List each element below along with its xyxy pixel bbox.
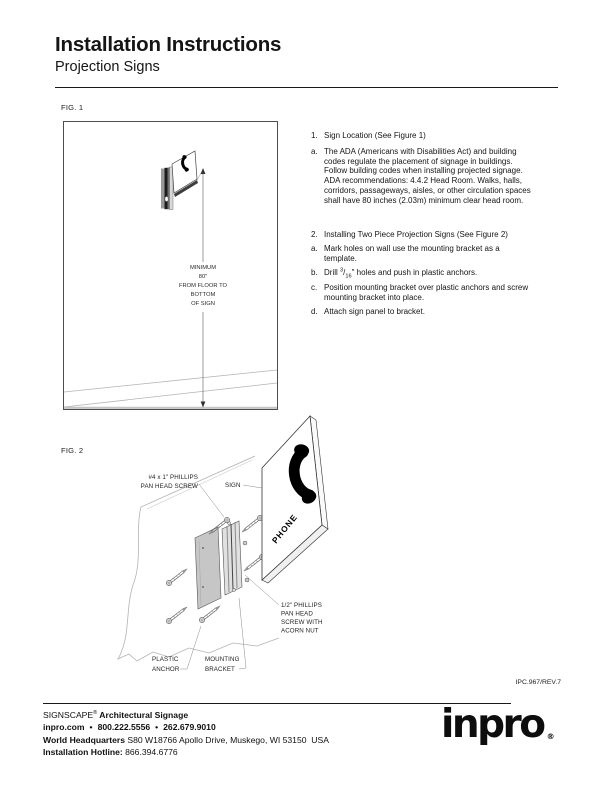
logo-registered-mark: ® bbox=[546, 732, 555, 741]
fig2-sign-panel: PHONE bbox=[261, 415, 329, 584]
item-text: Mark holes on wall use the mounting brac… bbox=[324, 244, 500, 264]
footer-info: SIGNSCAPE® Architectural Signage inpro.c… bbox=[43, 707, 329, 758]
note-line: MINIMUM bbox=[190, 265, 216, 271]
floor-lines bbox=[64, 369, 277, 409]
callout-anchor: PLASTIC bbox=[152, 656, 179, 663]
header-divider bbox=[55, 87, 558, 89]
note-line: 80" bbox=[199, 274, 208, 280]
bullet-separator: • bbox=[155, 722, 159, 733]
fraction-denominator: 16 bbox=[345, 274, 352, 281]
mounting-bracket bbox=[194, 520, 250, 610]
inpro-logo: inpro® bbox=[441, 702, 555, 758]
callout-screw-side: ACORN NUT bbox=[281, 628, 319, 635]
website: inpro.com bbox=[43, 722, 85, 733]
instructions: 1. Sign Location (See Figure 1) a. The A… bbox=[311, 131, 577, 321]
fig2-drawing: PHONE #4 x 1" PHILLIPS PAN HEAD SCREW SI… bbox=[117, 415, 329, 673]
callout-screw-top: PAN HEAD SCREW bbox=[141, 483, 198, 490]
callout-sign: SIGN bbox=[225, 482, 241, 489]
hq-label: World Headquarters bbox=[43, 734, 125, 745]
section2-heading: 2. Installing Two Piece Projection Signs… bbox=[311, 230, 577, 240]
section2-item-d: d. Attach sign panel to bracket. bbox=[311, 307, 577, 317]
bullet-separator: • bbox=[89, 722, 93, 733]
note-line: OF SIGN bbox=[191, 301, 215, 307]
brand-name: SIGNSCAPE bbox=[43, 709, 94, 720]
item-marker: a. bbox=[311, 244, 318, 254]
item-marker: d. bbox=[311, 306, 318, 316]
page-subtitle: Projection Signs bbox=[55, 59, 160, 75]
callout-screw-side: PAN HEAD bbox=[281, 611, 313, 618]
registered-mark: ® bbox=[93, 710, 98, 716]
section2-number: 2. bbox=[311, 229, 318, 239]
section1-title: Sign Location (See Figure 1) bbox=[324, 131, 426, 140]
section2-item-c: c. Position mounting bracket over plasti… bbox=[311, 283, 577, 303]
callout-screw-top: #4 x 1" PHILLIPS bbox=[148, 474, 198, 481]
plastic-anchor-icon bbox=[165, 604, 190, 625]
fig1-drawing-frame: MINIMUM 80" FROM FLOOR TO BOTTOM OF SIGN bbox=[63, 121, 278, 410]
item-marker: b. bbox=[311, 268, 318, 278]
leader-lines bbox=[180, 483, 280, 670]
plastic-anchor-icon bbox=[165, 566, 190, 587]
note-line: BOTTOM bbox=[191, 292, 216, 298]
footer-address-line: World Headquarters S80 W18766 Apollo Dri… bbox=[43, 734, 329, 746]
callout-screw-side: SCREW WITH bbox=[281, 619, 323, 626]
footer-brand-line: SIGNSCAPE® Architectural Signage bbox=[43, 707, 329, 721]
brand-suffix: Architectural Signage bbox=[97, 709, 189, 720]
footer-divider bbox=[43, 703, 511, 705]
callout-anchor: ANCHOR bbox=[152, 666, 180, 673]
section2-item-b: b. Drill 3/16" holes and push in plastic… bbox=[311, 267, 577, 281]
footer-hotline-line: Installation Hotline: 866.394.6776 bbox=[43, 746, 329, 758]
callout-screw-side: 1/2" PHILLIPS bbox=[281, 602, 322, 609]
section1-number: 1. bbox=[311, 131, 318, 140]
fig1-sign-panel bbox=[171, 150, 198, 194]
item-marker: c. bbox=[311, 282, 318, 292]
fraction-numerator: 3 bbox=[340, 267, 344, 274]
fig1-drawing: MINIMUM 80" FROM FLOOR TO BOTTOM OF SIGN bbox=[64, 150, 277, 409]
hotline-label: Installation Hotline: bbox=[43, 747, 123, 758]
doc-code: IPC.967/REV.7 bbox=[515, 679, 561, 686]
callout-bracket: MOUNTING bbox=[205, 656, 240, 663]
section2: 2. Installing Two Piece Projection Signs… bbox=[311, 230, 577, 317]
section2-title: Installing Two Piece Projection Signs (S… bbox=[324, 229, 508, 239]
drill-post: " holes and push in plastic anchors. bbox=[351, 268, 478, 278]
page-title: Installation Instructions bbox=[55, 33, 282, 56]
fig2-label: FIG. 2 bbox=[61, 446, 84, 455]
item-text: Position mounting bracket over plastic a… bbox=[324, 282, 529, 302]
item-text: Attach sign panel to bracket. bbox=[324, 306, 425, 316]
fig1-label: FIG. 1 bbox=[61, 103, 84, 112]
phone-number: 800.222.5556 bbox=[97, 722, 151, 733]
hotline-number: 866.394.6776 bbox=[122, 747, 178, 758]
logo-text: inpro bbox=[441, 702, 546, 747]
note-line: FROM FLOOR TO bbox=[179, 283, 228, 289]
item-text: The ADA (Americans with Disabilities Act… bbox=[324, 146, 531, 205]
section1-item-a: a. The ADA (Americans with Disabilities … bbox=[311, 147, 577, 206]
measurement-line bbox=[196, 168, 206, 408]
hq-address: S80 W18766 Apollo Drive, Muskego, WI 531… bbox=[124, 734, 329, 745]
fig1-sign-assembly bbox=[161, 150, 198, 210]
section1-heading: 1. Sign Location (See Figure 1) bbox=[311, 131, 577, 141]
item-marker: a. bbox=[311, 146, 318, 156]
drill-pre: Drill bbox=[324, 268, 340, 278]
phone-number: 262.679.9010 bbox=[163, 722, 216, 733]
item-text: Drill 3/16" holes and push in plastic an… bbox=[324, 267, 577, 281]
acorn-screw-icon bbox=[239, 514, 264, 535]
measurement-note: MINIMUM 80" FROM FLOOR TO BOTTOM OF SIGN bbox=[179, 265, 228, 307]
footer-contact-line: inpro.com • 800.222.5556 • 262.679.9010 bbox=[43, 721, 329, 733]
fraction-slash: / bbox=[343, 268, 346, 278]
section2-item-a: a. Mark holes on wall use the mounting b… bbox=[311, 244, 577, 264]
callout-bracket: BRACKET bbox=[205, 666, 235, 673]
callout-labels: #4 x 1" PHILLIPS PAN HEAD SCREW SIGN 1/2… bbox=[141, 474, 323, 673]
